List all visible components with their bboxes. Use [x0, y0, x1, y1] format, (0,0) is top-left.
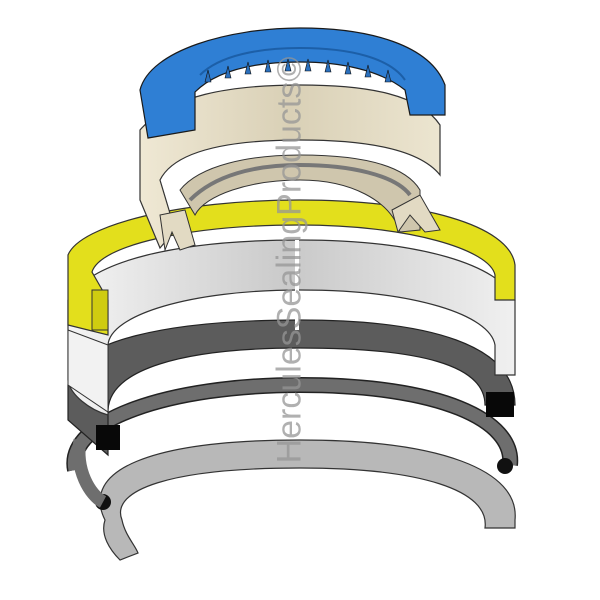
wiper	[139, 27, 446, 139]
dark-gray-ring	[67, 319, 516, 457]
flat-back-up-ring	[99, 439, 516, 561]
white-wear-band	[67, 239, 516, 416]
watermark-text: HerculesSealingProducts©	[270, 56, 309, 464]
rod-seal-beige	[139, 84, 441, 252]
